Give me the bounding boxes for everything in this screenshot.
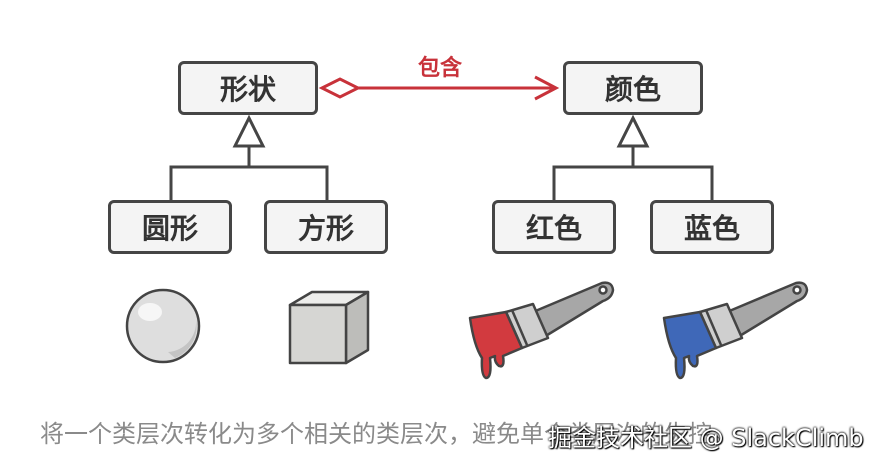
- color-class-box: 颜色: [563, 61, 703, 115]
- shape-class-box: 形状: [178, 61, 318, 115]
- relation-label: 包含: [418, 56, 463, 81]
- circle-class-box: 圆形: [108, 200, 232, 254]
- blue-class-box: 蓝色: [650, 200, 774, 254]
- cube-illustration: [288, 290, 370, 365]
- blue-paintbrush-illustration: [662, 281, 809, 380]
- diagram-caption: 将一个类层次转化为多个相关的类层次，避免单个类层次的失控。: [40, 420, 736, 448]
- square-class-box: 方形: [264, 200, 388, 254]
- inheritance-connector-shape: [169, 114, 329, 200]
- red-class-box: 红色: [492, 200, 616, 254]
- red-paintbrush-illustration: [468, 281, 615, 380]
- sphere-illustration: [125, 288, 201, 364]
- watermark: 掘金技术社区 @ SlackClimb: [548, 424, 864, 452]
- composition-arrow: [318, 75, 560, 101]
- inheritance-connector-color: [552, 114, 714, 200]
